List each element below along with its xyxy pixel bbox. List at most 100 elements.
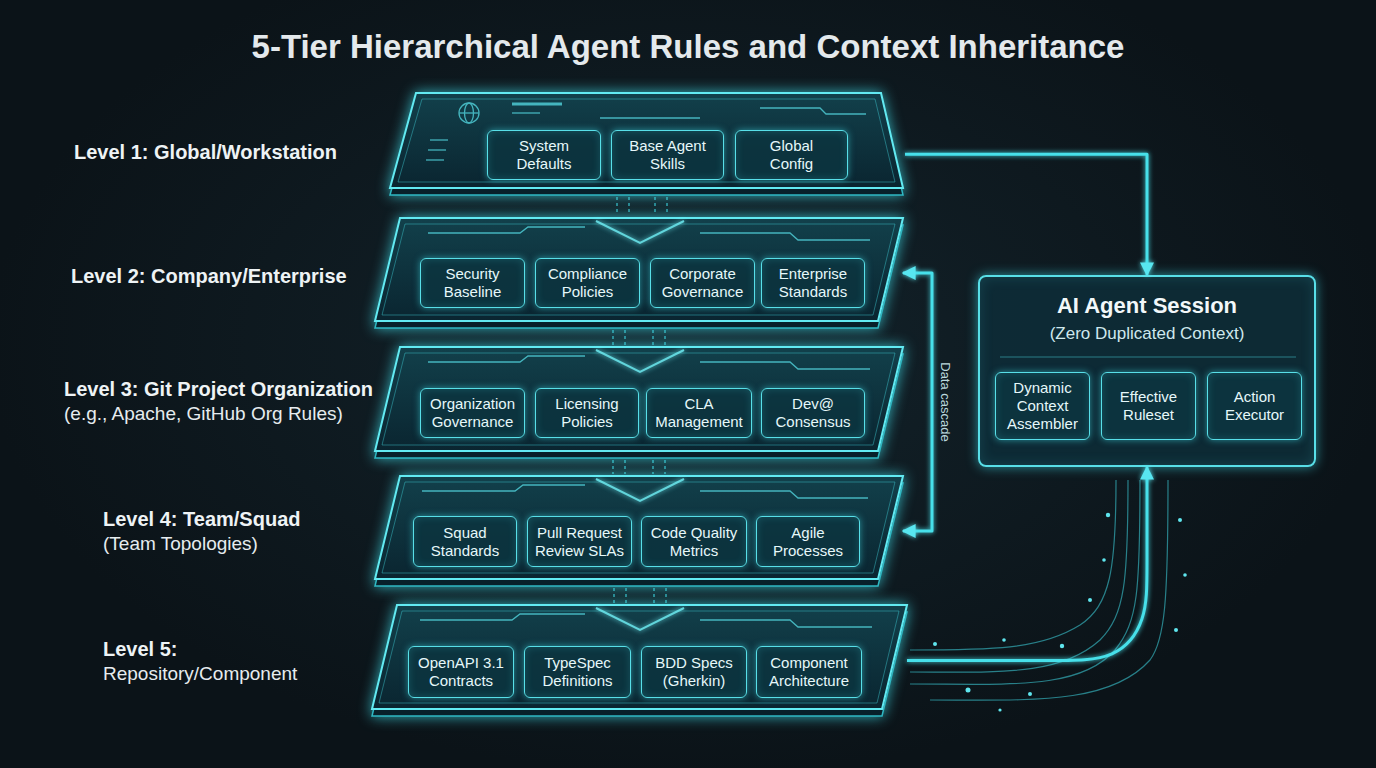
connector-arrow: [905, 154, 1147, 275]
box-label: Squad Standards: [419, 524, 511, 560]
tier-layer: Level 1: Global/WorkstationSystem Defaul…: [388, 93, 905, 195]
tier-layer: Level 3: Git Project Organization(e.g., …: [375, 347, 903, 458]
chevron-notch: [596, 350, 684, 372]
slab-inner-outline: [382, 224, 895, 315]
connector-arrow: [907, 467, 1147, 661]
slab-face: [375, 218, 903, 321]
rule-box: Dynamic Context Assembler: [995, 372, 1090, 440]
rule-box: Action Executor: [1207, 372, 1302, 440]
data-dot: [1028, 692, 1032, 696]
box-label: Effective Ruleset: [1106, 388, 1191, 424]
rule-box: Corporate Governance: [650, 258, 755, 308]
box-label: CLA Management: [652, 395, 746, 431]
flow-line: [652, 330, 654, 345]
separator-line: [1000, 357, 1296, 358]
rule-box: Squad Standards: [413, 516, 517, 567]
circuit-trace: [420, 614, 585, 620]
rule-box: System Defaults: [487, 130, 601, 180]
circuit-trace: [700, 620, 872, 627]
box-label: BDD Specs (Gherkin): [647, 654, 741, 690]
rule-box: Effective Ruleset: [1101, 372, 1196, 440]
box-label: Agile Processes: [762, 524, 854, 560]
box-label: System Defaults: [501, 137, 587, 173]
circuit-trace: [512, 112, 540, 113]
rule-box: Component Architecture: [756, 646, 862, 698]
layer-heading: Level 2: Company/Enterprise: [71, 264, 347, 288]
data-dot: [966, 688, 971, 693]
flow-line: [616, 197, 618, 215]
data-dot: [1178, 518, 1182, 522]
box-label: Dynamic Context Assembler: [1000, 379, 1085, 433]
flow-line: [624, 330, 626, 345]
circuit-trace: [422, 485, 585, 491]
flow-line: [664, 460, 666, 474]
slab-inner-outline: [382, 482, 895, 573]
layer-heading: Level 1: Global/Workstation: [74, 140, 337, 164]
circuit-trace: [700, 233, 870, 240]
circuit-trace: [512, 103, 562, 106]
diagram-title: 5-Tier Hierarchical Agent Rules and Cont…: [0, 27, 1376, 67]
chevron-notch: [596, 221, 684, 243]
data-dot: [998, 708, 1001, 711]
box-label: Global Config: [749, 137, 834, 173]
slab-face: [375, 347, 903, 451]
box-label: Organization Governance: [426, 395, 519, 431]
rule-box: Global Config: [735, 130, 848, 180]
connector-arrow: [641, 195, 644, 218]
tier-layer: Level 5:Repository/ComponentOpenAPI 3.1 …: [372, 605, 907, 716]
globe-icon: [459, 103, 479, 123]
data-dot: [933, 642, 937, 646]
flow-line: [664, 330, 666, 345]
circuit-trace: [600, 117, 700, 118]
rule-box: Pull Request Review SLAs: [527, 516, 632, 567]
box-label: Component Architecture: [762, 654, 856, 690]
rule-box: Enterprise Standards: [761, 258, 865, 308]
data-dot: [1088, 598, 1092, 602]
layer-heading: Level 3: Git Project Organization: [64, 377, 373, 401]
rule-box: OpenAPI 3.1 Contracts: [408, 646, 514, 698]
data-stream: [910, 480, 1128, 672]
box-label: OpenAPI 3.1 Contracts: [414, 654, 508, 690]
box-label: Licensing Policies: [541, 395, 633, 431]
rule-box: Code Quality Metrics: [641, 516, 747, 567]
circuit-trace: [428, 356, 585, 362]
globe-icon: [465, 103, 474, 123]
rule-box: CLA Management: [646, 388, 752, 438]
flow-line: [654, 197, 656, 215]
flow-line: [625, 588, 627, 603]
flow-line: [612, 330, 614, 345]
data-stream: [910, 480, 1116, 650]
box-label: Code Quality Metrics: [647, 524, 741, 560]
flow-line: [613, 588, 615, 603]
flow-line: [666, 197, 668, 215]
box-label: Dev@ Consensus: [767, 395, 859, 431]
data-dot: [1102, 558, 1106, 562]
rule-box: Security Baseline: [420, 258, 525, 308]
data-dot: [1002, 638, 1006, 642]
connector-arrow: [638, 586, 641, 605]
rule-box: BDD Specs (Gherkin): [641, 646, 747, 698]
rule-box: Dev@ Consensus: [761, 388, 865, 438]
connector-arrow: [638, 458, 641, 476]
layer-subheading: (Team Topologies): [103, 532, 258, 556]
rule-box: Base Agent Skills: [611, 130, 724, 180]
flow-line: [652, 460, 654, 474]
slab-face: [375, 476, 903, 579]
layer-subheading: Repository/Component: [103, 662, 297, 686]
circuit-trace: [700, 362, 870, 369]
layer-subheading: (Zero Duplicated Context): [980, 323, 1314, 345]
box-label: Compliance Policies: [541, 265, 634, 301]
flow-line: [612, 460, 614, 474]
circuit-trace: [428, 227, 585, 233]
flow-line: [628, 197, 630, 215]
box-label: Enterprise Standards: [767, 265, 859, 301]
slab-inner-outline: [398, 99, 895, 182]
data-dot: [1174, 628, 1178, 632]
slab-face: [390, 93, 903, 188]
slab-inner-outline: [379, 611, 899, 703]
agent-session-box: AI Agent Session(Zero Duplicated Context…: [978, 275, 1316, 467]
data-stream: [930, 480, 1168, 700]
circuit-trace: [700, 491, 868, 498]
globe-icon: [459, 112, 479, 113]
layer-subheading: (e.g., Apache, GitHub Org Rules): [64, 402, 343, 426]
